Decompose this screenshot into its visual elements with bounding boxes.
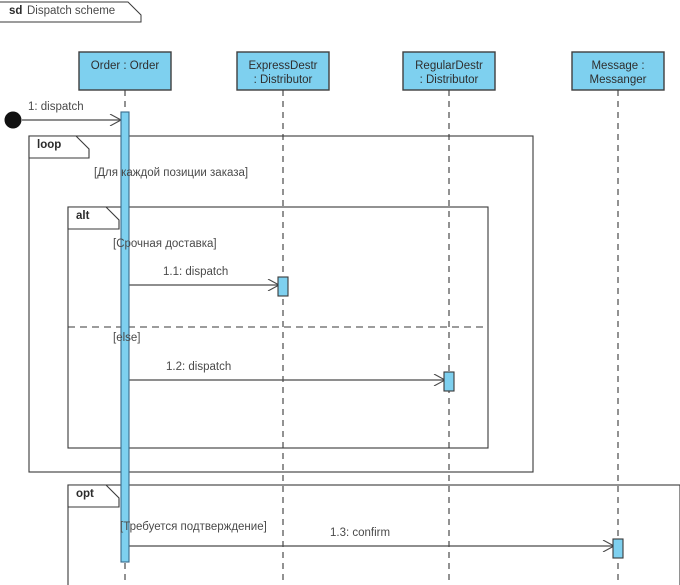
fragment-guard-opt: [Требуется подтверждение]	[120, 521, 267, 533]
lifeline-head-express[interactable]: ExpressDestr : Distributor	[237, 59, 329, 87]
fragment-guard-alt: [Срочная доставка]	[113, 238, 217, 250]
fragment-keyword-loop: loop	[37, 139, 62, 151]
fragment-guard-alt-else: [else]	[113, 332, 141, 344]
lifeline-lines	[124, 90, 619, 585]
lifeline-head-express-line1: ExpressDestr	[248, 60, 318, 72]
message-label-1-1: 1.1: dispatch	[163, 266, 229, 278]
activation-bar-order	[120, 111, 130, 563]
message-label-1-2: 1.2: dispatch	[166, 361, 232, 373]
lifeline-head-order[interactable]: Order : Order	[79, 59, 171, 73]
fragment-loop-box	[28, 135, 534, 473]
diagram-kind-keyword: sd	[9, 5, 23, 17]
activation-bars	[120, 111, 624, 563]
lifeline-head-regular[interactable]: RegularDestr : Distributor	[403, 59, 495, 87]
fragment-keyword-opt: opt	[76, 488, 94, 500]
fragment-keyword-alt: alt	[76, 210, 90, 222]
activation-bar-express	[277, 276, 289, 297]
lifeline-head-order-line1: Order : Order	[90, 60, 160, 72]
sd-frame-header	[0, 1, 142, 23]
activation-bar-message	[612, 538, 624, 559]
fragment-guard-loop: [Для каждой позиции заказа]	[94, 167, 249, 179]
lifeline-head-message-line1: Message :	[591, 60, 645, 72]
diagram-name: Dispatch scheme	[27, 5, 116, 17]
lifeline-head-regular-line2: : Distributor	[419, 74, 479, 86]
lifeline-head-boxes	[78, 51, 665, 91]
lifeline-head-regular-line1: RegularDestr	[415, 60, 483, 72]
lifeline-head-message-line2: Messanger	[589, 74, 647, 86]
fragment-alt-box	[67, 206, 489, 449]
lifeline-head-message[interactable]: Message : Messanger	[572, 59, 664, 87]
message-label-1-3: 1.3: confirm	[330, 527, 391, 539]
message-arrows	[22, 120, 614, 546]
message-label-1: 1: dispatch	[28, 101, 84, 113]
lifeline-head-express-line2: : Distributor	[253, 74, 313, 86]
fragment-opt-box	[67, 484, 680, 585]
activation-bar-regular	[443, 371, 455, 392]
found-message-origin-dot	[4, 111, 22, 129]
